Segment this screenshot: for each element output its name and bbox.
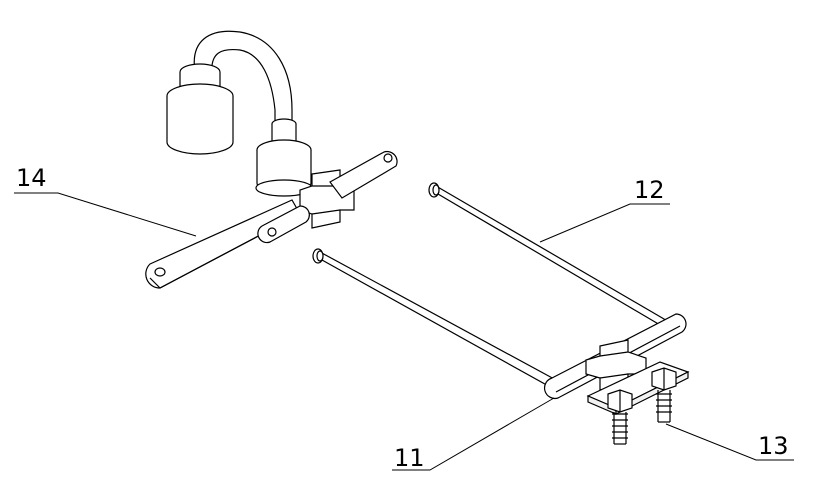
part-13-base <box>586 361 690 445</box>
callout-13: 13 <box>665 423 794 461</box>
part-11-bar <box>543 313 687 400</box>
bolt-right <box>651 367 677 423</box>
part-12-rod <box>428 182 677 333</box>
part-11-rod <box>312 248 557 389</box>
callout-label-13: 13 <box>758 432 789 460</box>
callout-14: 14 <box>14 164 197 237</box>
callout-12: 12 <box>539 176 670 243</box>
part-14-assembly <box>145 30 398 289</box>
lever-arm-14 <box>145 199 310 289</box>
callout-11: 11 <box>392 397 555 472</box>
callout-label-12: 12 <box>634 176 665 204</box>
right-fitting <box>255 118 313 197</box>
bolt-left <box>607 389 633 445</box>
upper-link-plate <box>329 150 398 199</box>
left-fitting <box>166 63 234 155</box>
callout-label-11: 11 <box>394 444 425 472</box>
callout-label-14: 14 <box>16 164 47 192</box>
